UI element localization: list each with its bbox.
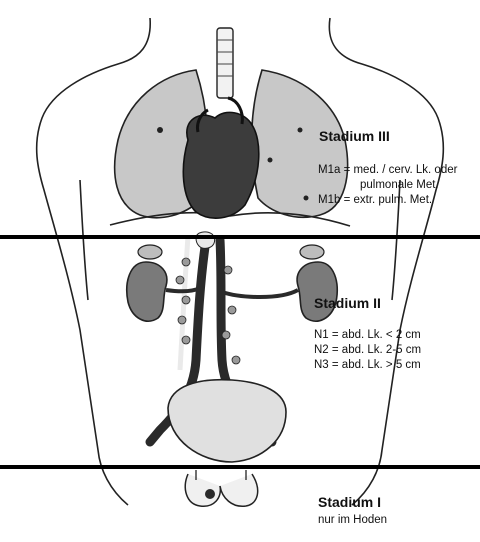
bladder-icon (168, 380, 286, 462)
stage-3-line-3: M1b = extr. pulm. Met. (318, 193, 432, 208)
stage-3-line-1: M1a = med. / cerv. Lk. oder (318, 163, 457, 178)
stage-3-line-2: pulmonale Met. (360, 178, 439, 193)
stage-2-title: Stadium II (314, 295, 381, 311)
stage-1-line-1: nur im Hoden (318, 513, 387, 528)
testes-icon (185, 470, 257, 506)
stage-divider-lower (0, 465, 480, 469)
stage-divider-upper (0, 235, 480, 239)
stage-2-line-3: N3 = abd. Lk. > 5 cm (314, 358, 421, 373)
stage-2-line-1: N1 = abd. Lk. < 2 cm (314, 328, 421, 343)
stage-3-title: Stadium III (319, 128, 390, 144)
stage-2-line-2: N2 = abd. Lk. 2-5 cm (314, 343, 421, 358)
stage-1-title: Stadium I (318, 494, 381, 510)
